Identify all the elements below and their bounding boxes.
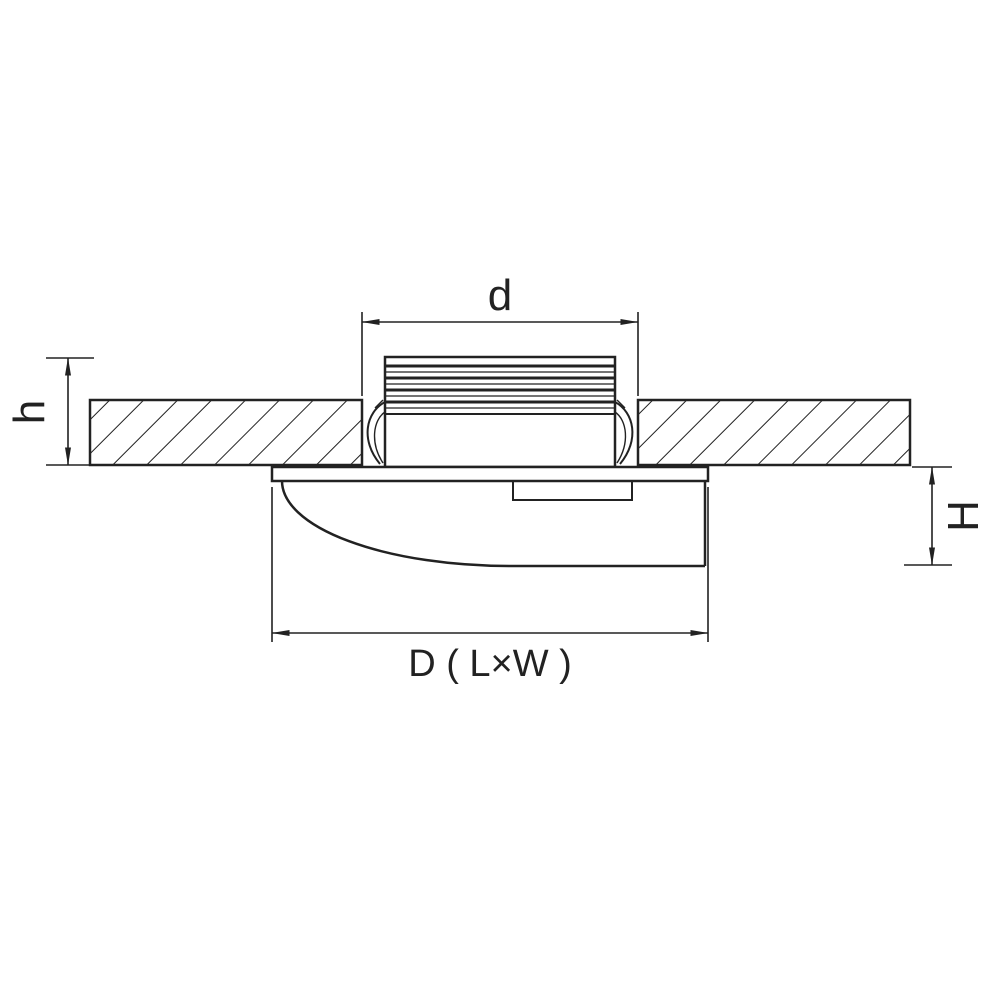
trim-below-ceiling — [270, 465, 710, 568]
drawing-lines — [46, 312, 952, 642]
dimension-H-label: H — [939, 500, 988, 532]
ceiling-slab-left — [88, 398, 364, 467]
dimension-h — [46, 357, 94, 466]
lamp-step — [512, 481, 633, 501]
trim-flange — [270, 465, 710, 483]
ceiling-slab-right — [636, 398, 912, 467]
dimension-H — [904, 466, 952, 566]
spring-clip-left — [366, 399, 386, 465]
heatsink-body — [383, 355, 617, 469]
dimension-D-label: D ( L×W ) — [408, 643, 572, 685]
lamp-housing — [366, 355, 634, 469]
dimension-d — [361, 312, 639, 396]
dimension-D — [271, 487, 709, 642]
ceiling-cross-section — [88, 398, 912, 467]
heatsink-fins — [385, 364, 615, 415]
dimension-h-label: h — [5, 400, 54, 424]
lamp-dome-profile — [280, 480, 511, 568]
spring-clip-right — [614, 399, 634, 465]
dimension-d-label: d — [488, 271, 512, 320]
dimension-labels: d h H D ( L×W ) — [5, 271, 988, 685]
